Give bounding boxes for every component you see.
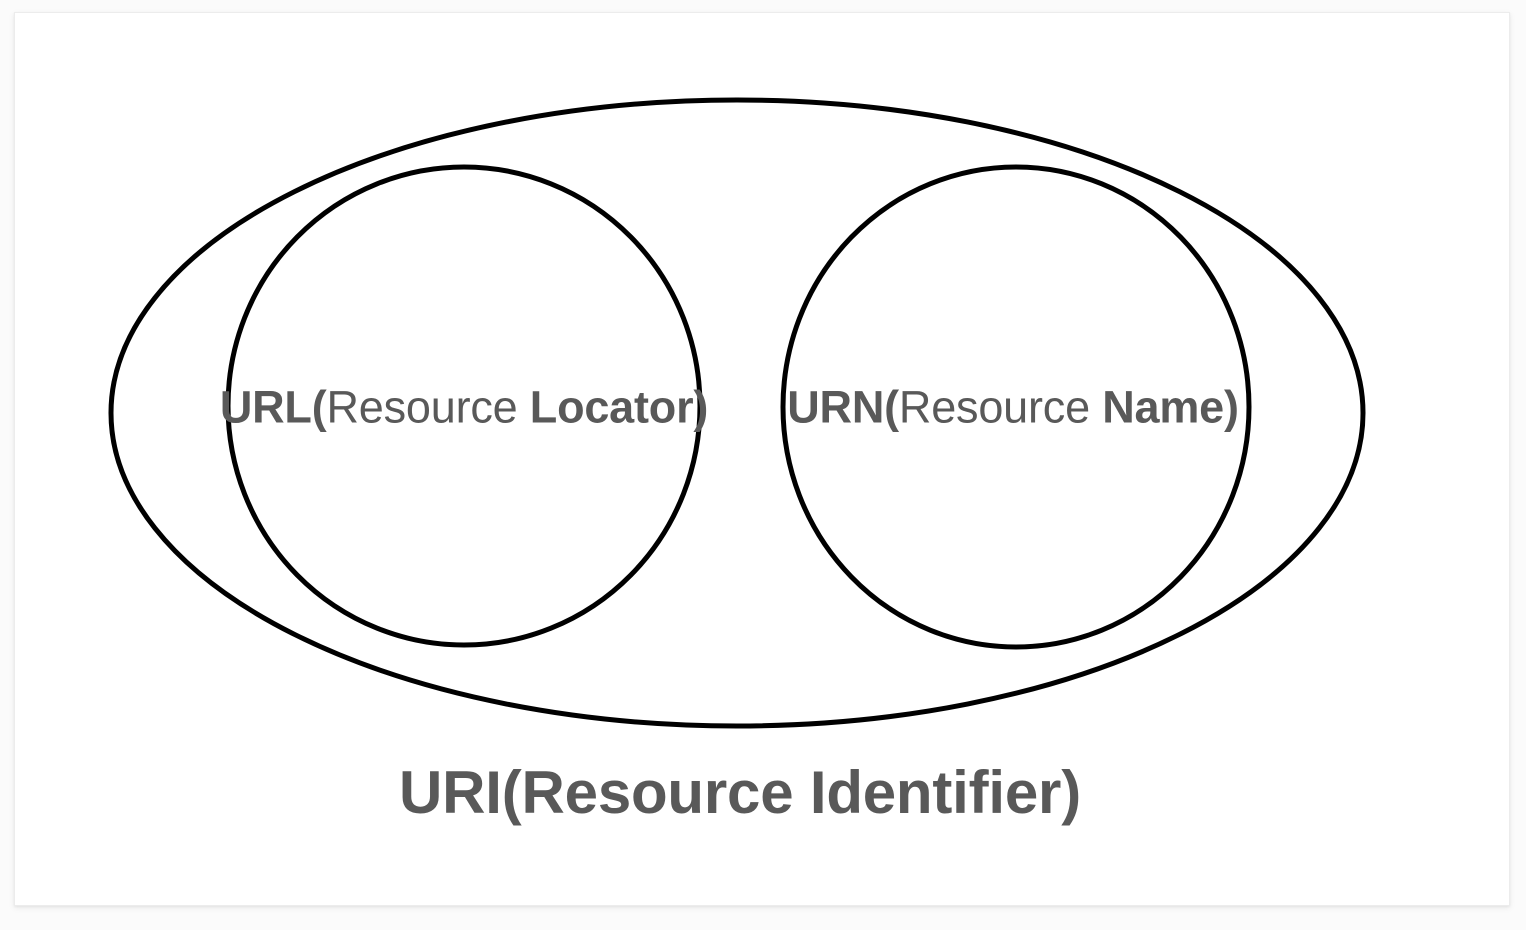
urn-label-prefix: URN( bbox=[787, 381, 899, 433]
url-label-middle: Resource bbox=[326, 381, 530, 433]
urn-circle-label: URN(Resource Name) bbox=[787, 385, 1239, 430]
uri-caption-label: URI(Resource Identifier) bbox=[399, 759, 1081, 826]
url-circle-label: URL(Resource Locator) bbox=[219, 381, 709, 433]
urn-label-middle: Resource bbox=[898, 381, 1103, 433]
url-label-suffix: Locator) bbox=[529, 381, 709, 433]
url-label-prefix: URL( bbox=[219, 381, 327, 433]
urn-label-suffix: Name) bbox=[1102, 381, 1239, 433]
